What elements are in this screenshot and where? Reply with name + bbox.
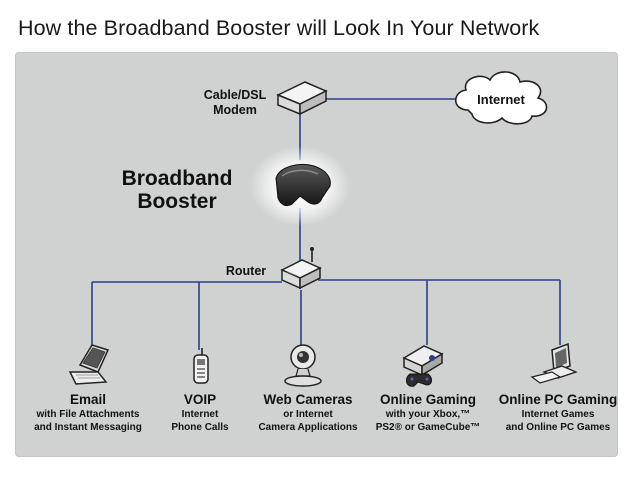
device-label-voip: VOIP Internet Phone Calls bbox=[160, 392, 240, 434]
modem-icon bbox=[276, 81, 328, 116]
device-sub2: PS2® or GameCube™ bbox=[375, 422, 481, 433]
modem-label: Cable/DSL Modem bbox=[200, 88, 270, 118]
booster-device-icon bbox=[275, 164, 331, 207]
device-name: Web Cameras bbox=[263, 392, 353, 407]
device-sub1: with your Xbox,™ bbox=[385, 409, 471, 420]
device-sub1: Internet bbox=[181, 409, 219, 420]
device-label-pc-gaming: Online PC Gaming Internet Games and Onli… bbox=[494, 392, 622, 434]
modem-label-line1: Cable/DSL bbox=[203, 88, 267, 102]
device-sub2: and Instant Messaging bbox=[34, 422, 142, 433]
laptop-icon bbox=[68, 344, 110, 385]
device-sub1: or Internet bbox=[283, 409, 333, 420]
internet-cloud-icon bbox=[454, 71, 548, 125]
device-sub2: Phone Calls bbox=[171, 422, 229, 433]
booster-label-line1: Broadband bbox=[121, 167, 233, 190]
diagram-title: How the Broadband Booster will Look In Y… bbox=[18, 16, 540, 40]
router-label: Router bbox=[225, 264, 267, 278]
device-sub2: and Online PC Games bbox=[505, 422, 611, 433]
device-sub1: Internet Games bbox=[521, 409, 595, 420]
internet-label: Internet bbox=[477, 92, 525, 107]
device-label-online-gaming: Online Gaming with your Xbox,™ PS2® or G… bbox=[372, 392, 484, 434]
console-icon bbox=[402, 345, 444, 387]
connection-lines bbox=[91, 98, 561, 350]
device-sub2: Camera Applications bbox=[258, 422, 358, 433]
device-name: Online PC Gaming bbox=[498, 392, 618, 407]
device-name: Email bbox=[69, 392, 107, 407]
pc-icon bbox=[530, 342, 578, 384]
booster-label-line2: Booster bbox=[137, 190, 217, 213]
device-label-email: Email with File Attachments and Instant … bbox=[22, 392, 154, 434]
device-sub1: with File Attachments bbox=[36, 409, 140, 420]
device-name: VOIP bbox=[183, 392, 217, 407]
router-icon bbox=[280, 247, 322, 290]
webcam-icon bbox=[284, 344, 322, 387]
device-name: Online Gaming bbox=[379, 392, 476, 407]
booster-label: Broadband Booster bbox=[112, 167, 242, 213]
modem-label-line2: Modem bbox=[213, 103, 257, 117]
phone-icon bbox=[193, 348, 209, 384]
device-label-webcams: Web Cameras or Internet Camera Applicati… bbox=[250, 392, 366, 434]
